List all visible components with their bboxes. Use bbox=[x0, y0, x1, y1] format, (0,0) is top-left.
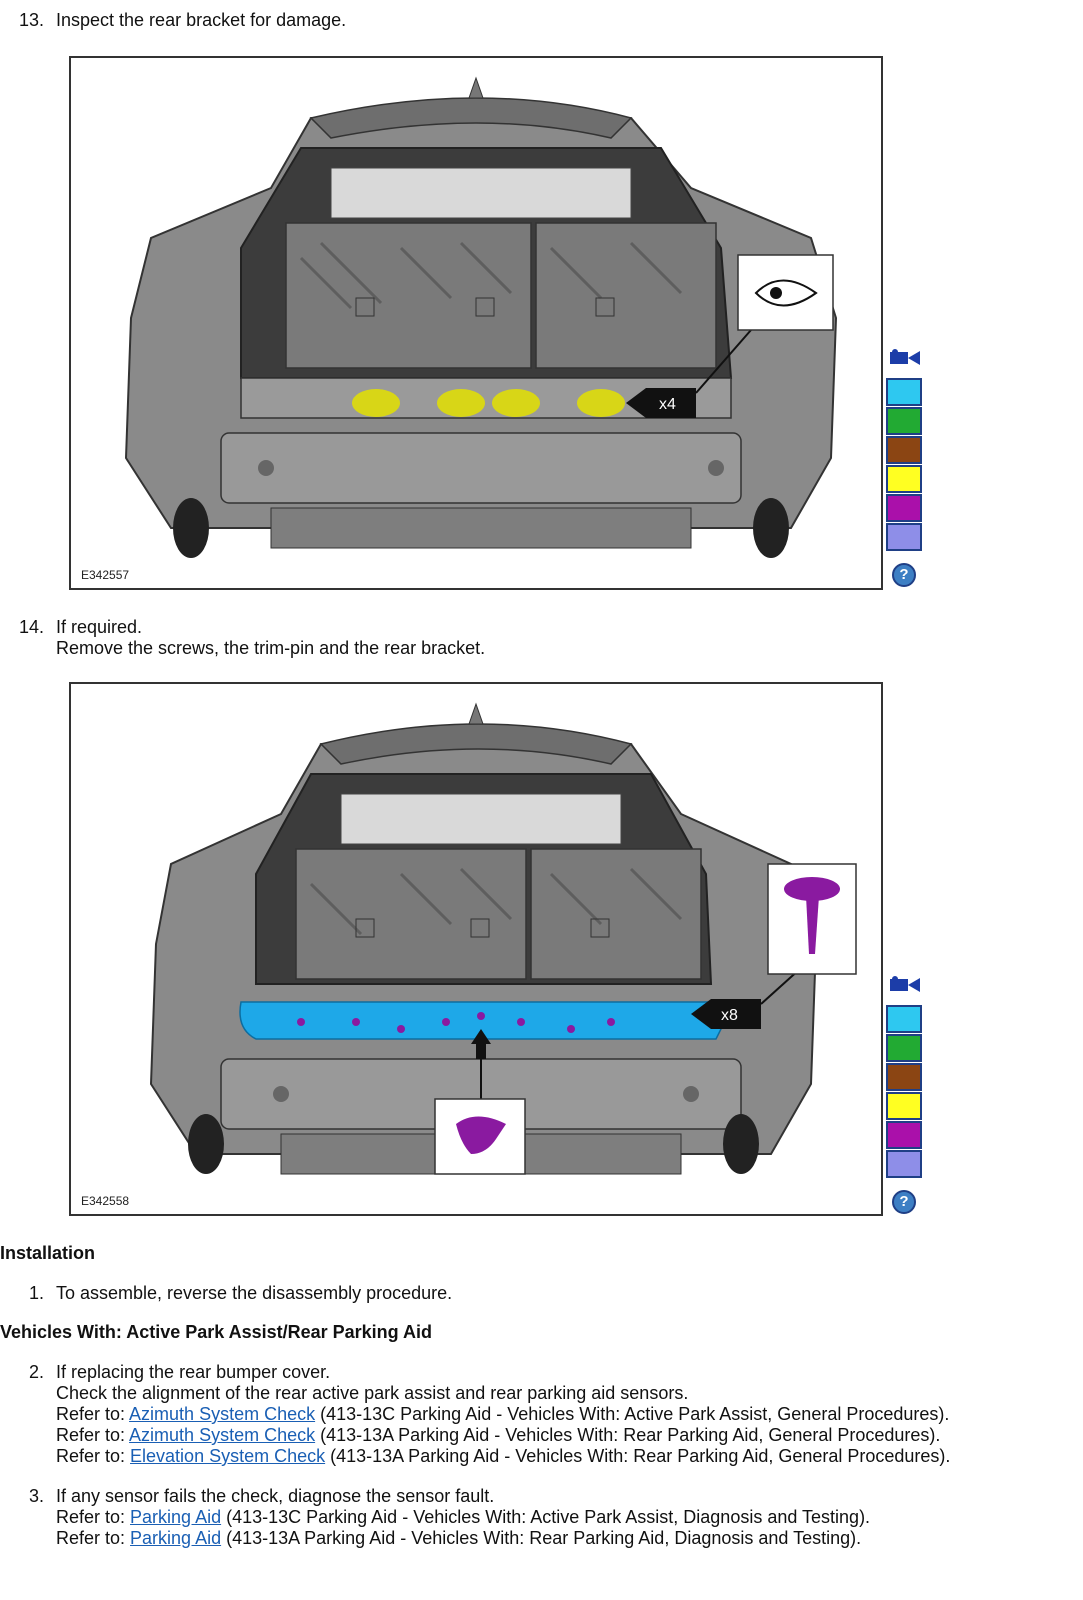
ref-prefix: Refer to: bbox=[56, 1528, 131, 1548]
ref-suffix: (413-13A Parking Aid - Vehicles With: Re… bbox=[315, 1425, 941, 1445]
color-swatch-green[interactable] bbox=[886, 407, 922, 435]
vehicles-heading: Vehicles With: Active Park Assist/Rear P… bbox=[0, 1322, 432, 1342]
ref-prefix: Refer to: bbox=[56, 1404, 130, 1424]
callout-quantity: x8 bbox=[721, 1007, 738, 1024]
color-swatch-brown[interactable] bbox=[886, 436, 922, 464]
figure-id: E342558 bbox=[81, 1194, 130, 1208]
color-swatch-cyan[interactable] bbox=[886, 1005, 922, 1033]
ref-suffix: (413-13C Parking Aid - Vehicles With: Ac… bbox=[315, 1404, 950, 1424]
installation-heading: Installation bbox=[0, 1243, 96, 1263]
color-swatch-magenta[interactable] bbox=[886, 1121, 922, 1149]
step-13-number: 13. bbox=[18, 10, 44, 30]
color-swatch-lavender[interactable] bbox=[886, 1150, 922, 1178]
color-swatch-brown[interactable] bbox=[886, 1063, 922, 1091]
color-swatch-lavender[interactable] bbox=[886, 523, 922, 551]
step-2-ref-2: Refer to: Azimuth System Check (413-13A … bbox=[56, 1425, 940, 1446]
color-swatch-yellow[interactable] bbox=[886, 1092, 922, 1120]
callout-quantity: x4 bbox=[659, 396, 676, 413]
help-icon[interactable]: ? bbox=[892, 1190, 916, 1214]
step-2-ref-3: Refer to: Elevation System Check (413-13… bbox=[56, 1446, 950, 1467]
ref-prefix: Refer to: bbox=[56, 1507, 131, 1527]
elevation-system-check-link[interactable]: Elevation System Check bbox=[130, 1446, 326, 1466]
step-2-ref-1: Refer to: Azimuth System Check (413-13C … bbox=[56, 1404, 949, 1425]
step-2-number: 2. bbox=[28, 1362, 44, 1382]
parking-aid-link[interactable]: Parking Aid bbox=[130, 1507, 222, 1527]
ref-suffix: (413-13A Parking Aid - Vehicles With: Re… bbox=[325, 1446, 951, 1466]
color-swatch-green[interactable] bbox=[886, 1034, 922, 1062]
figure-rear-bracket-remove: x8 E342558 bbox=[69, 682, 883, 1216]
ref-suffix: (413-13A Parking Aid - Vehicles With: Re… bbox=[221, 1528, 862, 1548]
ref-prefix: Refer to: bbox=[56, 1446, 131, 1466]
video-camera-icon[interactable] bbox=[889, 975, 921, 995]
step-3-number: 3. bbox=[28, 1486, 44, 1506]
color-swatch-yellow[interactable] bbox=[886, 465, 922, 493]
azimuth-system-check-link[interactable]: Azimuth System Check bbox=[129, 1404, 316, 1424]
step-3-ref-1: Refer to: Parking Aid (413-13C Parking A… bbox=[56, 1507, 870, 1528]
azimuth-system-check-link[interactable]: Azimuth System Check bbox=[129, 1425, 316, 1445]
color-swatch-magenta[interactable] bbox=[886, 494, 922, 522]
step-13-text: Inspect the rear bracket for damage. bbox=[56, 10, 347, 30]
ref-prefix: Refer to: bbox=[56, 1425, 130, 1445]
video-camera-icon[interactable] bbox=[889, 348, 921, 368]
figure-toolbar-1: ? bbox=[886, 345, 926, 595]
step-3-line-1: If any sensor fails the check, diagnose … bbox=[56, 1486, 495, 1506]
help-icon[interactable]: ? bbox=[892, 563, 916, 587]
step-2-line-2: Check the alignment of the rear active p… bbox=[56, 1383, 689, 1403]
figure-rear-bracket-inspect: x4 E342557 bbox=[69, 56, 883, 590]
parking-aid-link[interactable]: Parking Aid bbox=[130, 1528, 222, 1548]
color-swatch-cyan[interactable] bbox=[886, 378, 922, 406]
step-3-ref-2: Refer to: Parking Aid (413-13A Parking A… bbox=[56, 1528, 861, 1549]
vehicle-rear-illustration: x4 bbox=[124, 76, 838, 558]
vehicle-rear-illustration: x8 bbox=[149, 702, 857, 1175]
figure-toolbar-2: ? bbox=[886, 972, 926, 1222]
figure-id: E342557 bbox=[81, 568, 130, 582]
step-14-number: 14. bbox=[18, 617, 44, 637]
install-step-1-text: To assemble, reverse the disassembly pro… bbox=[56, 1283, 453, 1303]
step-14-line-2: Remove the screws, the trim-pin and the … bbox=[56, 638, 486, 658]
install-step-1-number: 1. bbox=[28, 1283, 44, 1303]
step-2-line-1: If replacing the rear bumper cover. bbox=[56, 1362, 331, 1382]
step-14-line-1: If required. bbox=[56, 617, 143, 637]
ref-suffix: (413-13C Parking Aid - Vehicles With: Ac… bbox=[221, 1507, 871, 1527]
